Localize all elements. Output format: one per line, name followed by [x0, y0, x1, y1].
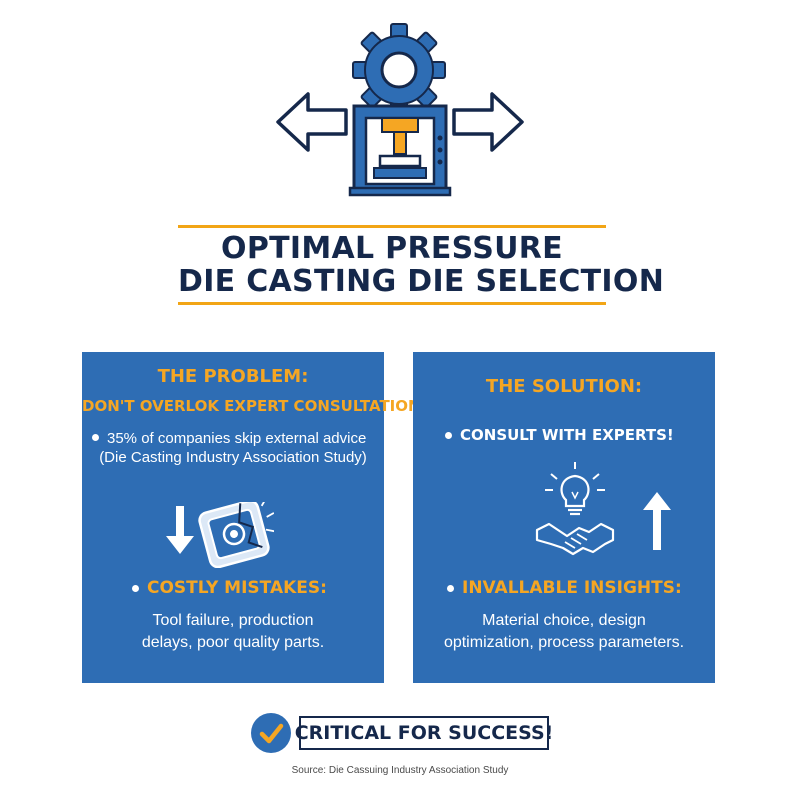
- source-note: Source: Die Cassuing Industry Associatio…: [291, 765, 509, 776]
- problem-subheading: DON'T OVERLOK EXPERT CONSULTATION!: [82, 397, 428, 415]
- cracked-die-icon: [198, 502, 274, 568]
- solution-action: CONSULT WITH EXPERTS!: [460, 426, 674, 444]
- title-line-2: DIE CASTING DIE SELECTION: [178, 264, 665, 299]
- problem-key-title: COSTLY MISTAKES:: [147, 578, 327, 598]
- gear-icon: [352, 23, 446, 117]
- solution-panel: THE SOLUTION: CONSULT WITH EXPERTS! INVA…: [413, 352, 715, 683]
- solution-heading: THE SOLUTION:: [485, 376, 643, 397]
- title-top-rule: [178, 225, 606, 228]
- bullet-dot: [132, 585, 139, 592]
- title-line-1: OPTIMAL PRESSURE: [221, 231, 563, 266]
- problem-panel: THE PROBLEM: DON'T OVERLOK EXPERT CONSUL…: [82, 352, 428, 683]
- problem-heading: THE PROBLEM:: [157, 366, 309, 387]
- problem-desc-line-1: Tool failure, production: [152, 612, 314, 629]
- problem-fact-source: (Die Casting Industry Association Study): [99, 449, 367, 466]
- callout-text: CRITICAL FOR SUCCESS!: [294, 722, 554, 744]
- die-casting-machine-icon: [348, 104, 452, 197]
- bullet-dot: [92, 434, 99, 441]
- solution-desc-line-2: optimization, process parameters.: [443, 634, 685, 651]
- solution-desc-line-1: Material choice, design: [482, 612, 646, 629]
- lightbulb-icon: [545, 462, 605, 516]
- bullet-dot: [445, 432, 452, 439]
- hero-illustration: [276, 23, 524, 197]
- callout-box: CRITICAL FOR SUCCESS!: [295, 716, 553, 750]
- solution-icons: [535, 462, 671, 556]
- solution-key-title: INVALLABLE INSIGHTS:: [462, 578, 682, 598]
- title-block: OPTIMAL PRESSURE DIE CASTING DIE SELECTI…: [178, 225, 665, 305]
- checkmark-badge: [251, 713, 291, 753]
- problem-fact: 35% of companies skip external advice: [107, 430, 367, 447]
- bullet-dot: [447, 585, 454, 592]
- solution-action-row: CONSULT WITH EXPERTS!: [445, 426, 674, 444]
- problem-fact-row: 35% of companies skip external advice: [92, 428, 366, 449]
- problem-desc-line-2: delays, poor quality parts.: [141, 634, 325, 651]
- up-arrow-icon: [643, 492, 671, 550]
- problem-key-row: COSTLY MISTAKES:: [132, 578, 327, 598]
- checkmark-icon: [259, 723, 284, 744]
- right-arrow-icon: [452, 92, 524, 152]
- title-bottom-rule: [178, 302, 606, 305]
- success-callout: CRITICAL FOR SUCCESS!: [251, 711, 553, 757]
- down-arrow-icon: [166, 506, 194, 554]
- left-arrow-icon: [276, 92, 348, 152]
- problem-icons: [166, 502, 274, 568]
- handshake-icon: [535, 522, 615, 556]
- solution-key-row: INVALLABLE INSIGHTS:: [447, 578, 682, 598]
